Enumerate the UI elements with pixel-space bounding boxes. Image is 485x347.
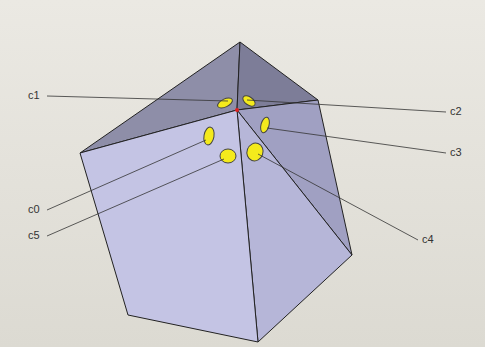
cone-hole (220, 149, 236, 163)
callout-label: c2 (450, 105, 462, 118)
leader-line (247, 100, 446, 112)
callout-label: c0 (28, 203, 40, 216)
cone-hole (216, 96, 234, 110)
cone-hole (241, 94, 257, 109)
leader-line (267, 128, 446, 153)
callout-label: c1 (28, 89, 40, 102)
left-front-face (80, 110, 258, 342)
apex-point (235, 108, 239, 112)
leader-line (258, 154, 418, 240)
cone-hole (203, 126, 216, 145)
leader-line (47, 140, 206, 210)
leader-line (47, 96, 228, 101)
cone-hole (259, 116, 271, 134)
callout-label: c3 (450, 146, 462, 159)
leader-line (47, 159, 224, 236)
callout-label: c4 (422, 233, 434, 246)
cone-hole (244, 141, 265, 163)
callout-label: c5 (28, 229, 40, 242)
